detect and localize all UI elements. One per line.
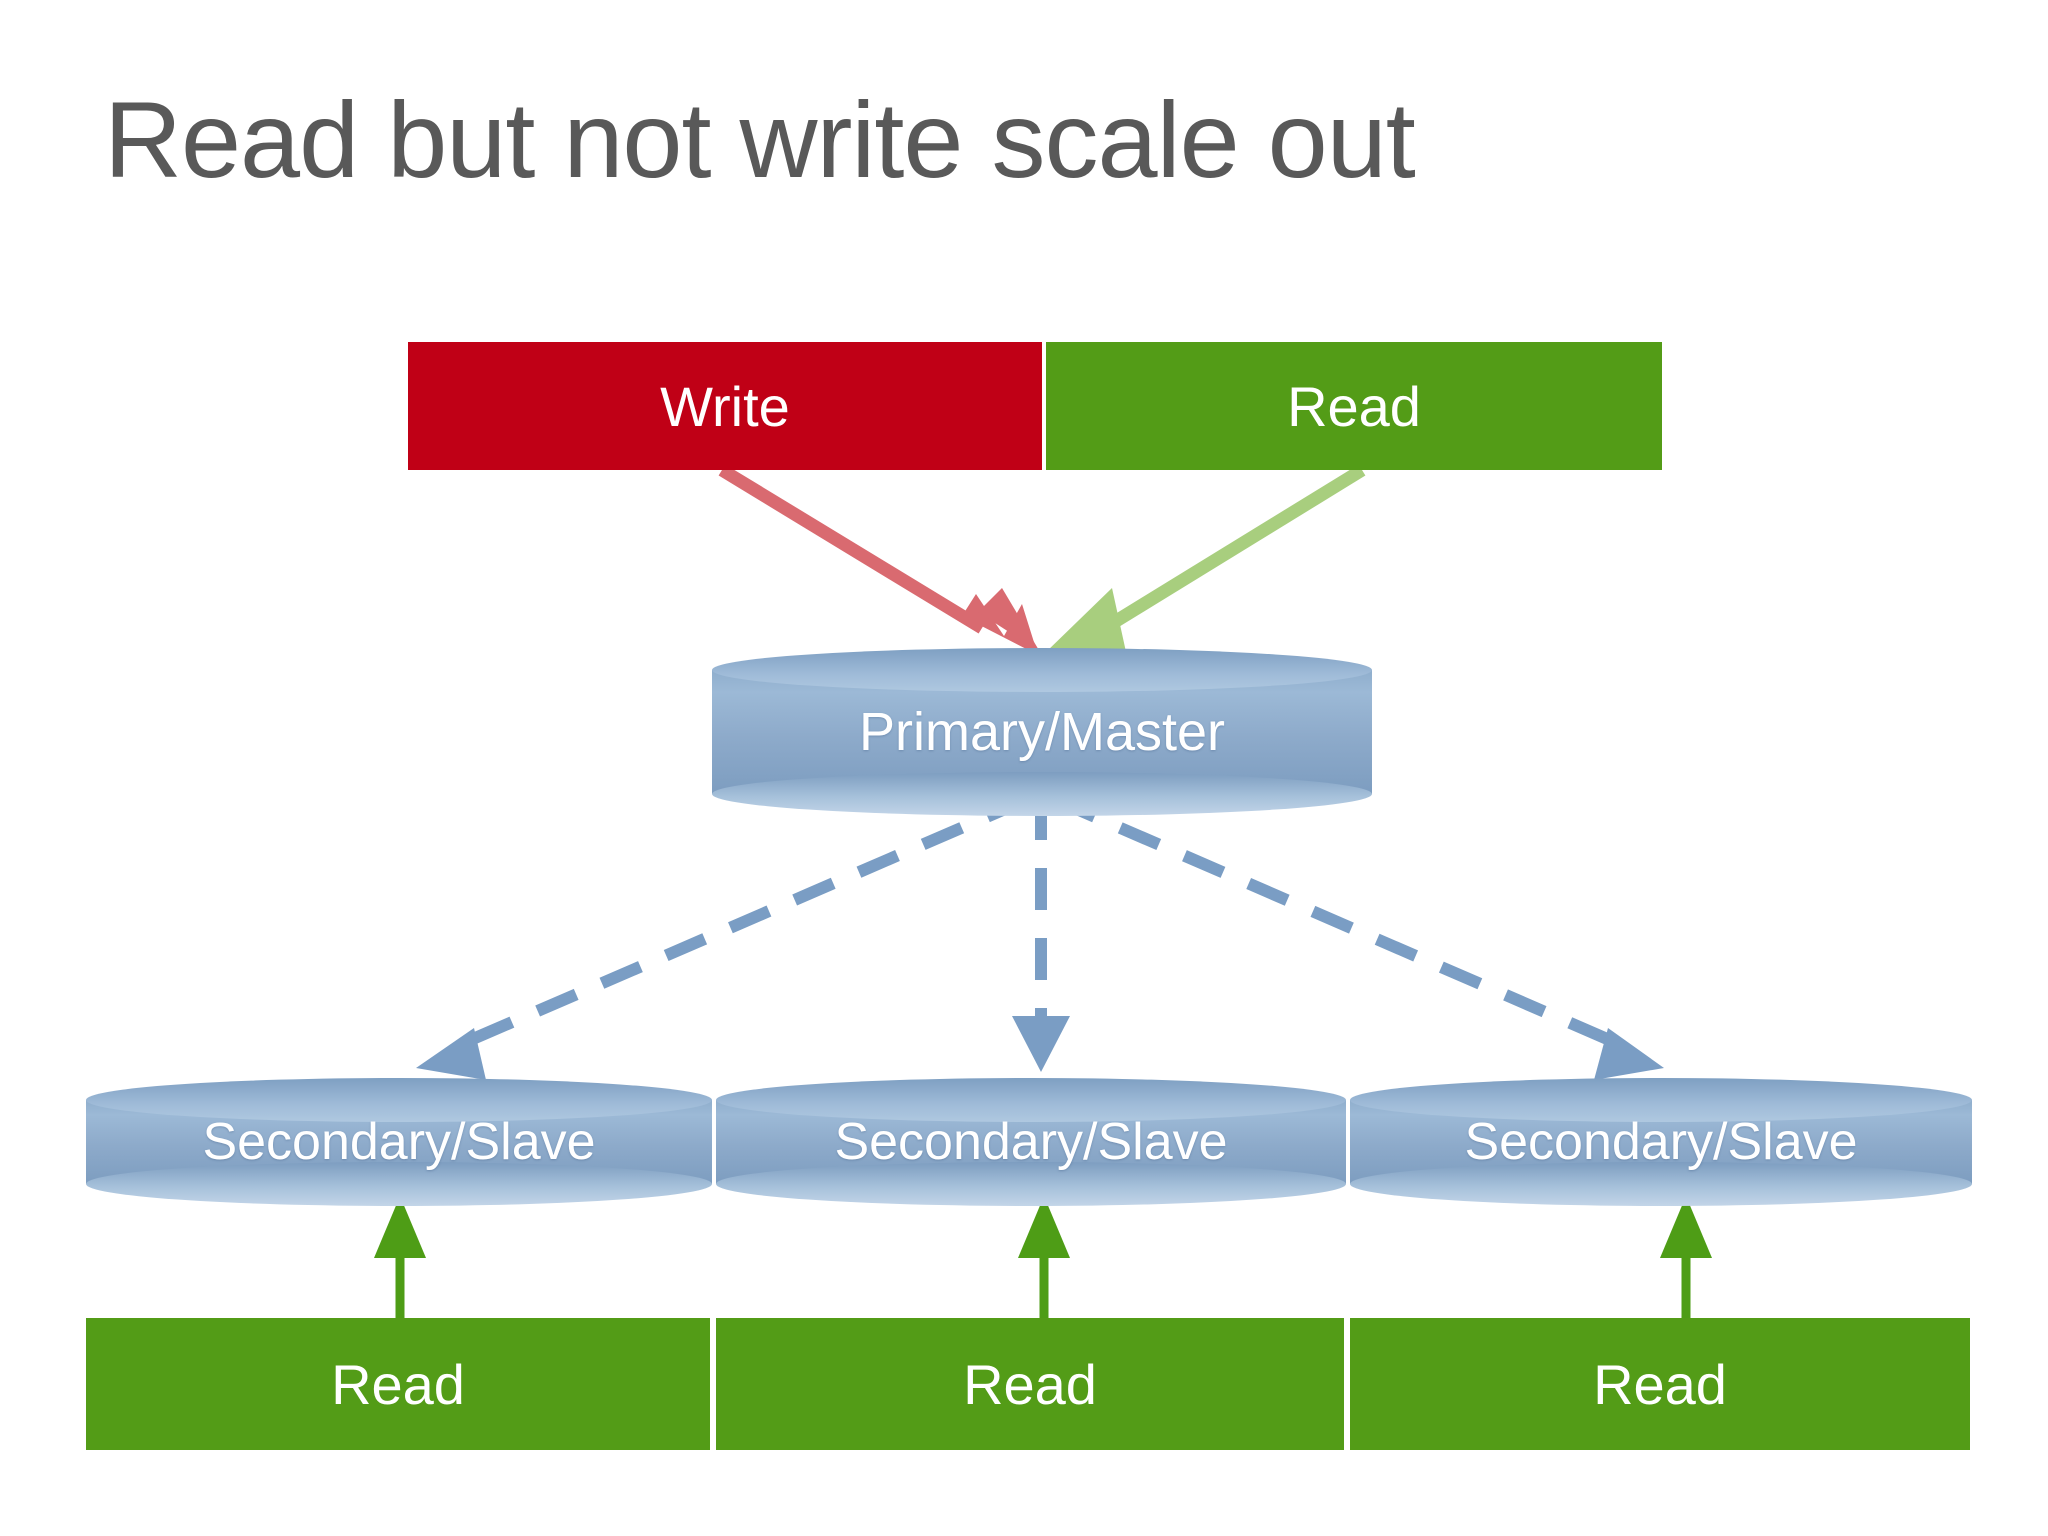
cylinder-top-ellipse <box>716 1078 1346 1122</box>
arrow-primary-to-secondary-left <box>416 794 1029 1080</box>
arrow-primary-to-secondary-center <box>1012 798 1070 1072</box>
secondary-slave-cylinder-2[interactable]: Secondary/Slave <box>716 1078 1346 1206</box>
page-title: Read but not write scale out <box>104 79 1416 200</box>
arrow-write-to-primary <box>718 464 1040 655</box>
arrow-read2-to-secondary2 <box>1018 1196 1070 1318</box>
arrow-primary-to-secondary-right <box>1053 794 1664 1080</box>
write-box[interactable]: Write <box>408 342 1042 470</box>
cylinder-top-ellipse <box>712 648 1372 692</box>
read-box-bottom-1[interactable]: Read <box>86 1318 710 1450</box>
secondary-slave-label-3: Secondary/Slave <box>1464 1113 1858 1171</box>
secondary-slave-label-2: Secondary/Slave <box>834 1113 1228 1171</box>
read-box-bottom-3[interactable]: Read <box>1350 1318 1970 1450</box>
read-box-top[interactable]: Read <box>1046 342 1662 470</box>
primary-master-cylinder[interactable]: Primary/Master <box>712 648 1372 816</box>
cylinder-top-ellipse <box>86 1078 712 1122</box>
secondary-slave-cylinder-3[interactable]: Secondary/Slave <box>1350 1078 1972 1206</box>
read-box-bottom-label-3: Read <box>1593 1352 1727 1416</box>
primary-master-label: Primary/Master <box>858 702 1226 762</box>
secondary-slave-cylinder-1[interactable]: Secondary/Slave <box>86 1078 712 1206</box>
secondary-slave-label-1: Secondary/Slave <box>202 1113 596 1171</box>
read-box-bottom-label-2: Read <box>963 1352 1097 1416</box>
read-box-bottom-2[interactable]: Read <box>716 1318 1344 1450</box>
read-box-bottom-label-1: Read <box>331 1352 465 1416</box>
cylinder-top-ellipse <box>1350 1078 1972 1122</box>
write-box-label: Write <box>660 374 790 438</box>
read-box-top-label: Read <box>1287 374 1421 438</box>
arrow-read-to-primary <box>1044 464 1366 654</box>
arrow-read1-to-secondary1 <box>374 1196 426 1318</box>
arrow-read3-to-secondary3 <box>1660 1196 1712 1318</box>
